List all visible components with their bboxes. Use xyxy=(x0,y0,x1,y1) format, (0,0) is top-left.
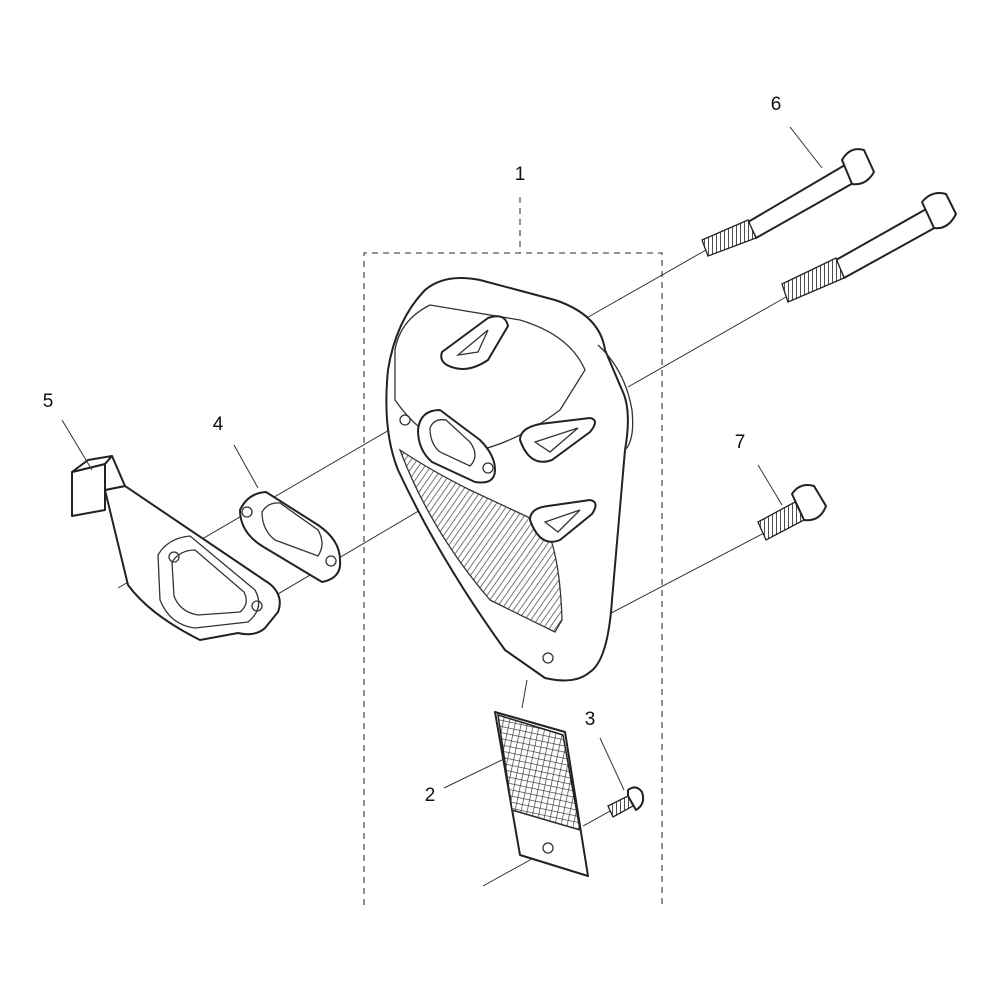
long-bolt xyxy=(701,148,957,303)
callout-spark-arrestor-screen: 2 xyxy=(425,785,436,806)
callout-muffler: 1 xyxy=(515,164,526,185)
spark-arrestor-screen xyxy=(494,711,589,877)
screen-screw xyxy=(607,786,645,818)
muffler-body xyxy=(385,277,634,682)
callout-heat-shield-plate: 5 xyxy=(43,391,54,412)
short-bolt xyxy=(757,484,827,541)
outer-gasket xyxy=(239,491,342,583)
callout-short-bolt: 7 xyxy=(735,432,746,453)
callout-labels: 1 2 3 4 5 6 7 xyxy=(43,94,782,806)
callout-long-bolt: 6 xyxy=(771,94,782,115)
callout-leaders xyxy=(61,126,823,791)
callout-screen-screw: 3 xyxy=(585,709,596,730)
callout-outer-gasket: 4 xyxy=(213,414,224,435)
heat-shield-plate xyxy=(71,455,281,641)
assembly-boundary xyxy=(363,197,663,905)
